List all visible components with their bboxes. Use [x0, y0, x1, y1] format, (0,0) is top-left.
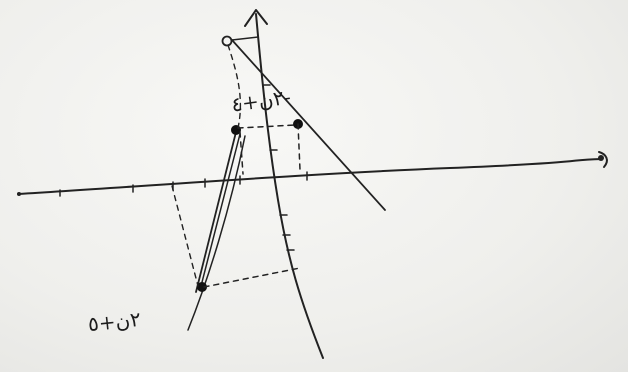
dashed-horizontal-bottom — [203, 267, 301, 288]
y-axis-ticks — [263, 84, 295, 251]
x-axis-arrow-icon — [598, 151, 608, 168]
dashed-vertical-point-to-axis — [297, 123, 301, 171]
dashed-vertical-top — [239, 131, 244, 175]
label-lower-line: ٢ن+٥ — [87, 307, 142, 336]
dashed-curve-from-open-endpoint — [227, 44, 242, 129]
line-2x-plus-5 — [195, 131, 237, 293]
y-axis-arrow-icon — [244, 9, 268, 27]
x-axis-ticks — [59, 171, 308, 197]
x-axis-end-dot — [598, 155, 604, 161]
line-2x-plus-5-overstroke — [199, 133, 241, 291]
lower-line-point-bottom — [197, 282, 207, 292]
y-axis — [255, 13, 324, 359]
x-axis — [17, 158, 603, 195]
line-2x-plus-5-extension — [187, 135, 246, 331]
dashed-horizontal-top — [237, 124, 297, 129]
x-axis-start-dot — [17, 192, 21, 196]
open-endpoint-connector — [231, 36, 259, 41]
label-upper-line: -٢ن+٤ — [230, 85, 292, 117]
open-endpoint — [221, 35, 233, 47]
line-neg2x-plus-4 — [231, 39, 386, 211]
dashed-diagonal-bottom — [171, 185, 199, 287]
